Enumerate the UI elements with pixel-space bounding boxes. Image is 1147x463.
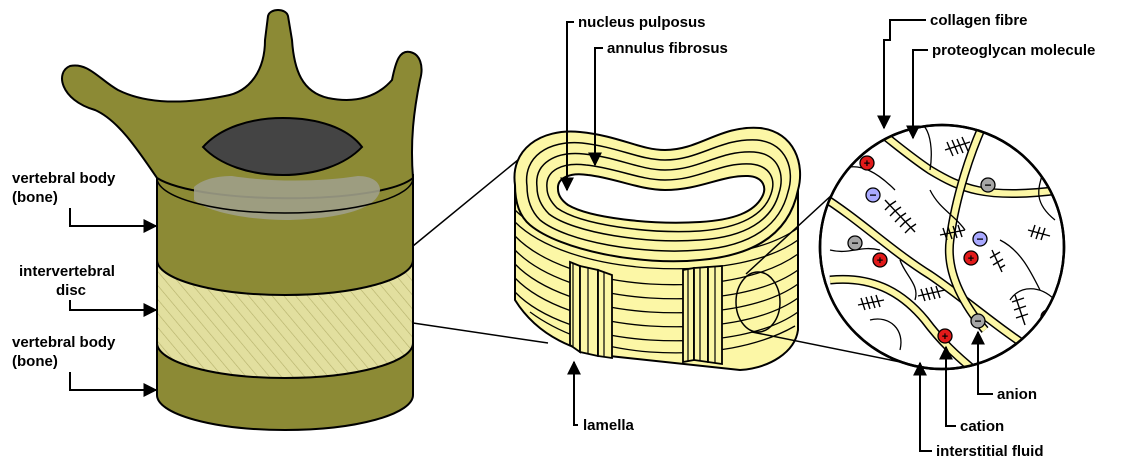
- cation: +: [964, 251, 978, 265]
- svg-text:−: −: [851, 236, 858, 250]
- vertebral-body-top-label: vertebral body (bone): [12, 170, 156, 226]
- cation: +: [860, 156, 874, 170]
- svg-text:−: −: [869, 188, 876, 202]
- magnified-view: + + + + +: [820, 110, 1064, 375]
- svg-text:lamella: lamella: [583, 417, 635, 434]
- svg-text:+: +: [864, 158, 870, 170]
- svg-text:nucleus pulposus: nucleus pulposus: [578, 14, 706, 31]
- svg-text:+: +: [942, 331, 948, 343]
- svg-text:vertebral body: vertebral body: [12, 170, 116, 187]
- intervertebral-disc-label: intervertebral disc: [19, 263, 156, 310]
- svg-text:vertebral body: vertebral body: [12, 334, 116, 351]
- svg-text:(bone): (bone): [12, 189, 58, 206]
- svg-text:−: −: [984, 178, 991, 192]
- svg-text:proteoglycan molecule: proteoglycan molecule: [932, 42, 1095, 59]
- svg-text:anion: anion: [997, 386, 1037, 403]
- anion: −: [866, 188, 880, 202]
- svg-text:disc: disc: [56, 282, 86, 299]
- svg-text:cation: cation: [960, 418, 1004, 435]
- interstitial-fluid-label: interstitial fluid: [920, 363, 1044, 460]
- svg-text:annulus fibrosus: annulus fibrosus: [607, 40, 728, 57]
- svg-text:intervertebral: intervertebral: [19, 263, 115, 280]
- cation: +: [873, 253, 887, 267]
- svg-text:−: −: [974, 314, 981, 328]
- svg-text:+: +: [968, 253, 974, 265]
- svg-text:+: +: [877, 255, 883, 267]
- svg-text:+: +: [1023, 142, 1029, 154]
- svg-text:−: −: [1031, 332, 1038, 346]
- cation: +: [1019, 140, 1033, 154]
- vertebral-column: [62, 10, 422, 430]
- svg-text:(bone): (bone): [12, 353, 58, 370]
- svg-text:+: +: [1045, 312, 1051, 324]
- cation: +: [938, 329, 952, 343]
- svg-text:collagen fibre: collagen fibre: [930, 12, 1028, 29]
- neutral-ion: −: [848, 236, 862, 250]
- neutral-ion: −: [971, 314, 985, 328]
- anion: −: [973, 232, 987, 246]
- collagen-fibre-label: collagen fibre: [884, 12, 1028, 128]
- anion: −: [1028, 332, 1042, 346]
- neutral-ion: −: [981, 178, 995, 192]
- proteoglycan-molecule-label: proteoglycan molecule: [913, 42, 1095, 138]
- svg-text:−: −: [976, 232, 983, 246]
- lamella-label: lamella: [574, 362, 635, 434]
- svg-text:interstitial fluid: interstitial fluid: [936, 443, 1044, 460]
- vertebral-body-bottom-label: vertebral body (bone): [12, 334, 156, 390]
